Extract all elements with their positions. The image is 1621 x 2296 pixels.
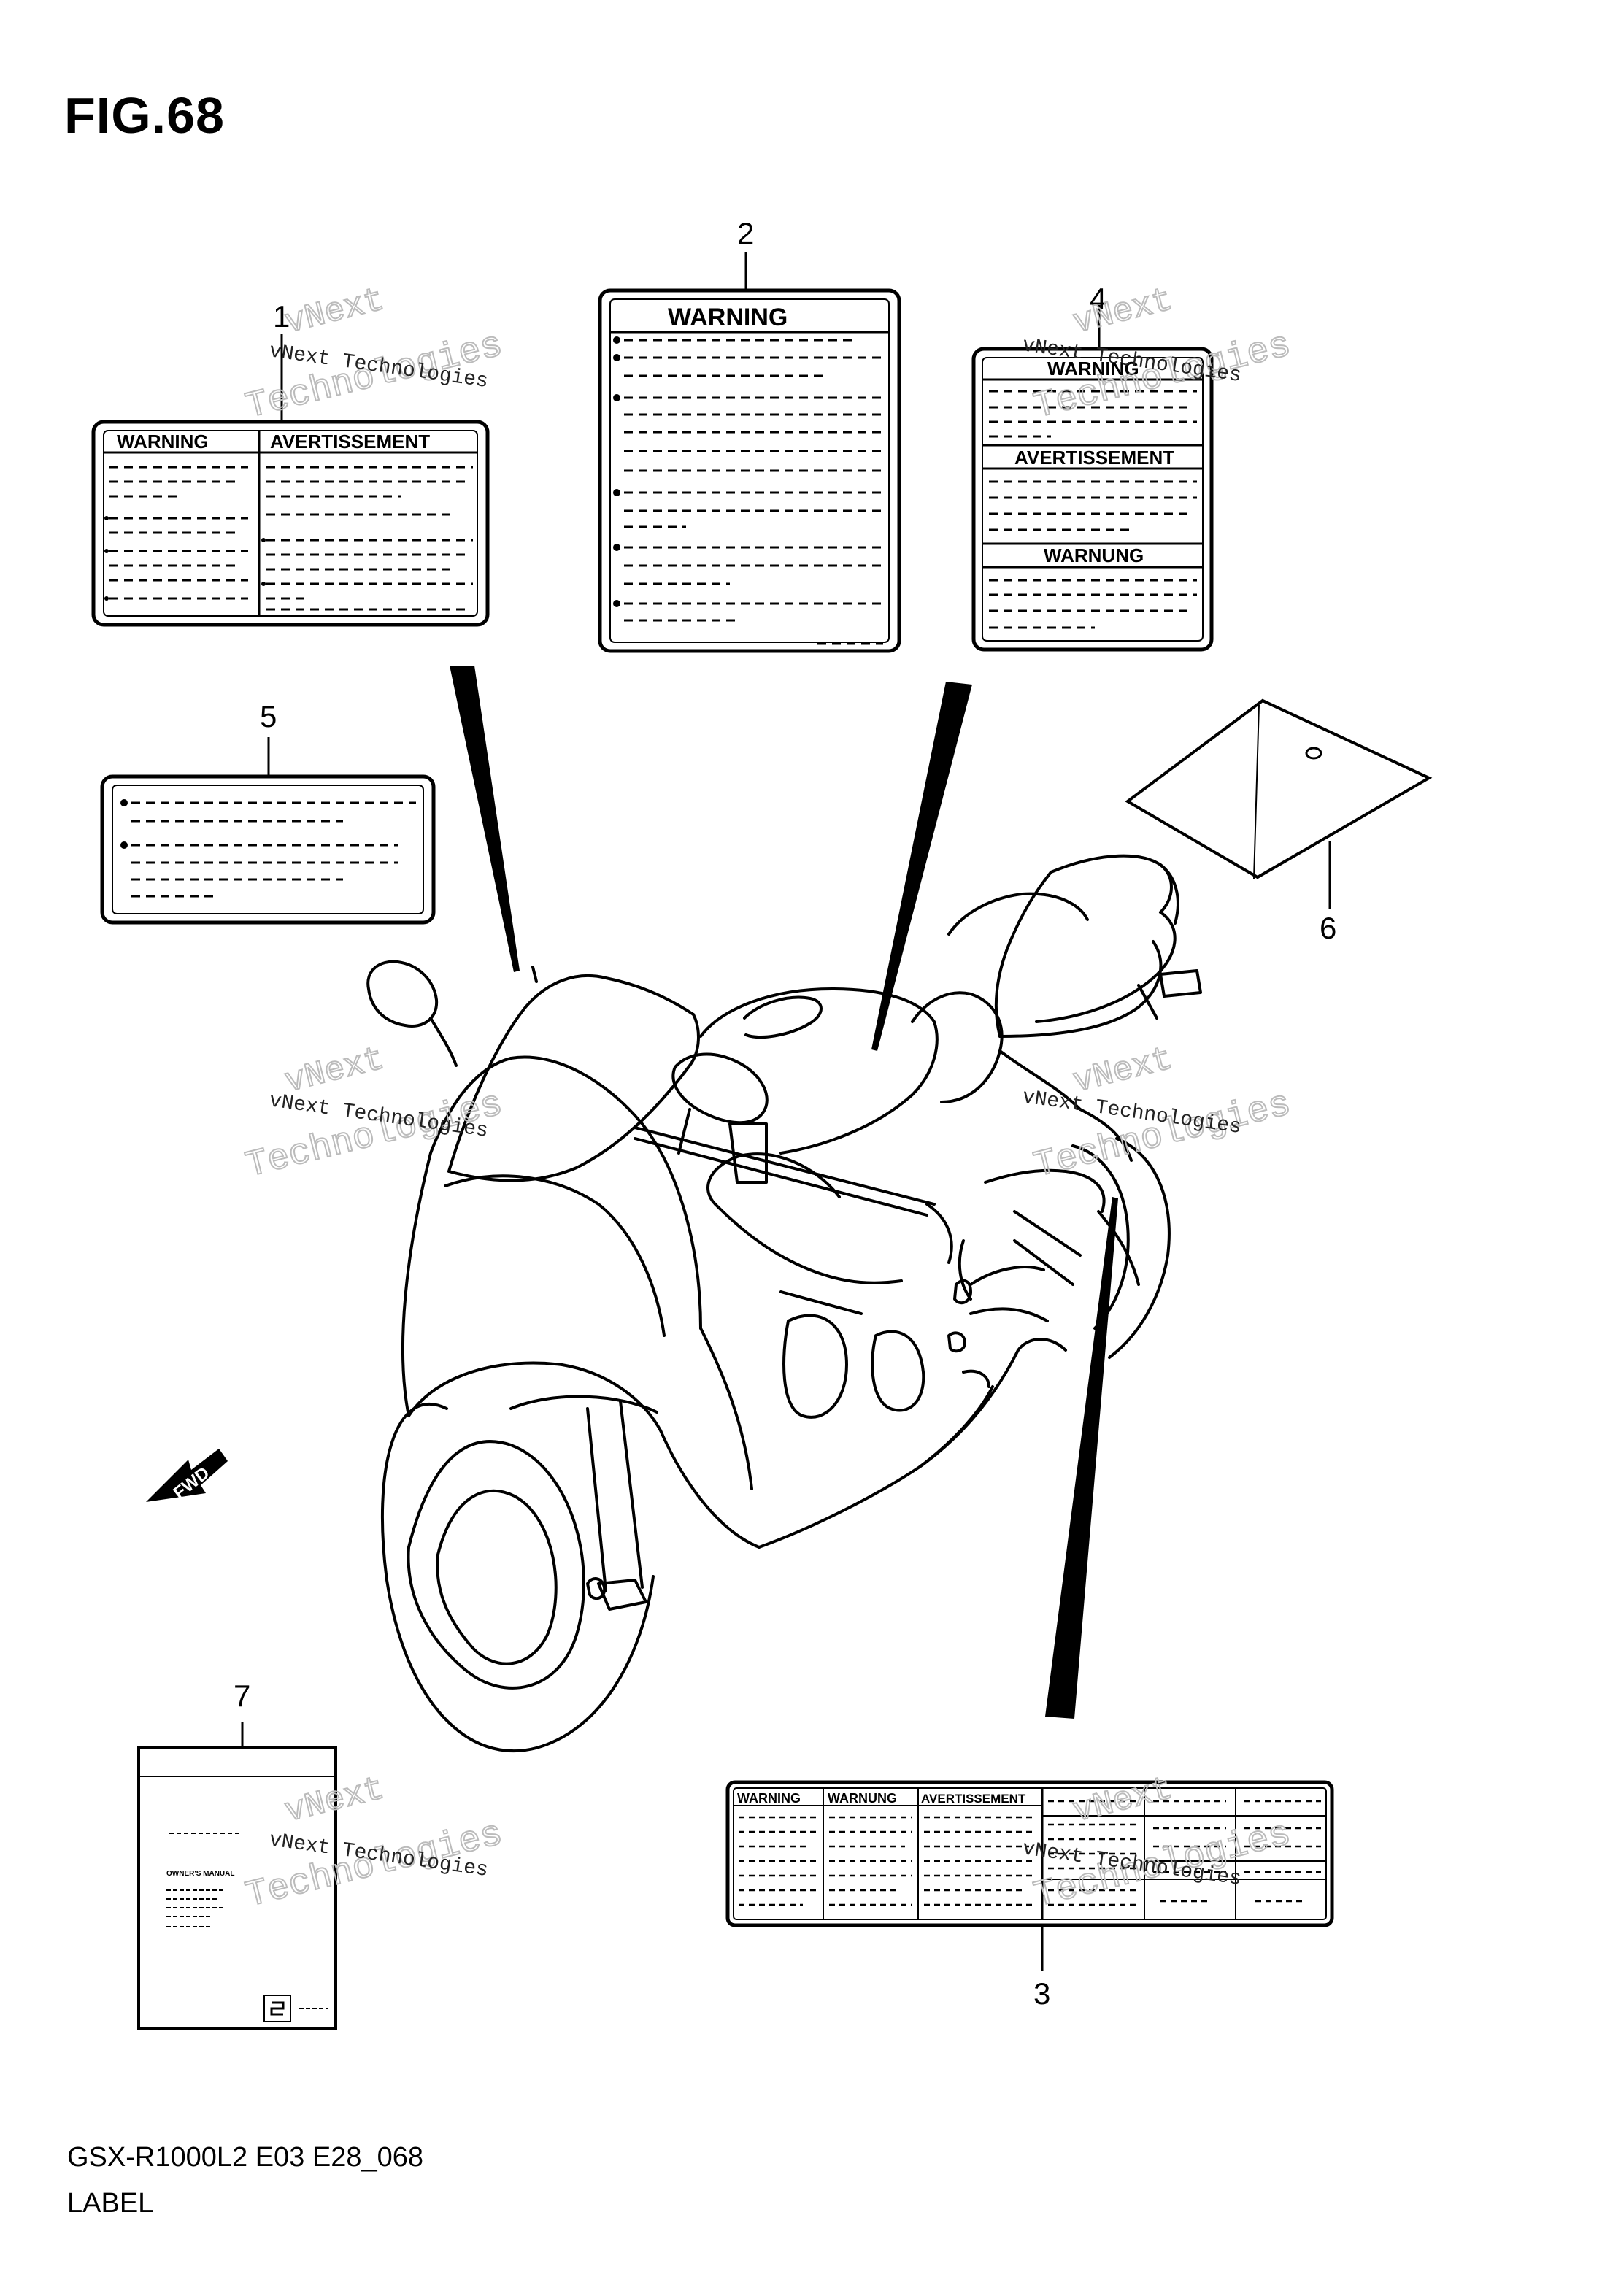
label-2[interactable]: WARNING [598, 288, 901, 653]
label-4[interactable]: WARNING AVERTISSEMENT WARNUNG [971, 347, 1214, 652]
manual-title: OWNER'S MANUAL [166, 1870, 234, 1878]
callout-2: 2 [737, 216, 754, 250]
watermark-vnext: vNext [281, 1040, 388, 1101]
label-3-warnung-header: WARNUNG [828, 1791, 897, 1806]
section-name: LABEL [67, 2188, 154, 2219]
fwd-arrow: FWD [146, 1449, 228, 1503]
leader-wedges [450, 666, 1118, 1719]
label-3[interactable]: WARNING WARNUNG AVERTISSEMENT [725, 1780, 1334, 1927]
watermark-vnext: vNext [1069, 1040, 1177, 1101]
label-5[interactable] [100, 774, 436, 925]
label-1-warning-header: WARNING [117, 431, 209, 452]
callout-5: 5 [260, 699, 277, 733]
label-6[interactable] [1125, 698, 1433, 879]
callout-leaders [241, 252, 1331, 1971]
callout-7: 7 [234, 1679, 250, 1713]
label-3-avertissement-header: AVERTISSEMENT [921, 1792, 1026, 1806]
callout-4: 4 [1090, 282, 1106, 316]
callout-6: 6 [1320, 911, 1336, 945]
callout-3: 3 [1033, 1976, 1050, 2011]
motorcycle-illustration [366, 854, 1202, 1753]
label-4-avertissement-header: AVERTISSEMENT [1014, 447, 1174, 469]
label-1-avertissement-header: AVERTISSEMENT [270, 431, 430, 452]
label-2-warning-header: WARNING [668, 304, 788, 331]
model-code: GSX-R1000L2 E03 E28_068 [67, 2142, 424, 2173]
watermark-vnext: vNext [281, 281, 388, 342]
label-1[interactable]: WARNING AVERTISSEMENT [91, 420, 490, 627]
callout-1: 1 [273, 299, 290, 334]
leader-wedge-1 [450, 666, 520, 972]
watermark-vnext: vNext [1069, 281, 1177, 342]
owners-manual-7[interactable]: OWNER'S MANUAL [137, 1746, 337, 2030]
label-3-warning-header: WARNING [737, 1791, 801, 1806]
leader-wedge-2 [871, 682, 972, 1051]
callout-numbers: 1 2 3 4 5 6 7 [234, 216, 1336, 2011]
figure-title: FIG.68 [64, 87, 225, 144]
label-4-warnung-header: WARNUNG [1044, 544, 1144, 566]
suzuki-logo-icon [270, 2001, 285, 2016]
leader-wedge-3 [1045, 1197, 1118, 1719]
label-4-warning-header: WARNING [1047, 358, 1139, 380]
